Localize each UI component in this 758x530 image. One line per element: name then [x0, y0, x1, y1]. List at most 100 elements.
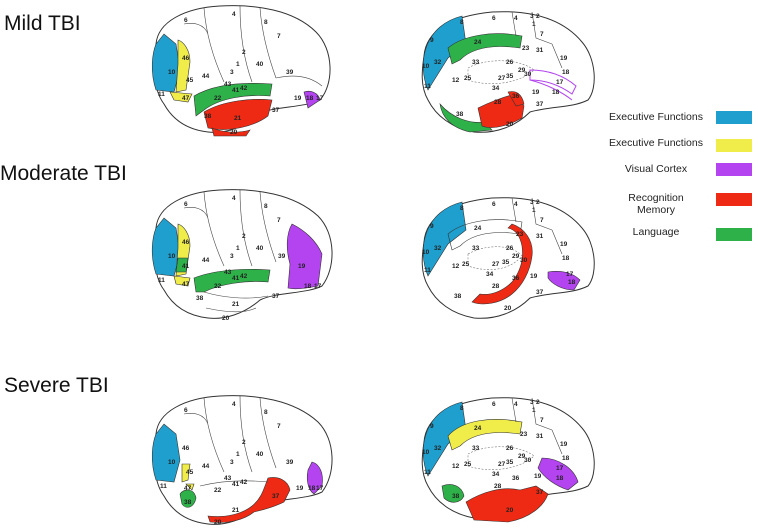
svg-text:37: 37 — [536, 289, 544, 296]
svg-text:9: 9 — [430, 37, 434, 44]
svg-text:19: 19 — [298, 263, 306, 270]
svg-text:44: 44 — [202, 73, 210, 80]
svg-text:32: 32 — [434, 59, 442, 66]
svg-text:6: 6 — [492, 201, 496, 208]
svg-text:31: 31 — [536, 47, 544, 54]
svg-text:19: 19 — [532, 89, 540, 96]
legend-swatch-purple — [716, 163, 752, 176]
svg-text:47: 47 — [182, 281, 190, 288]
svg-text:10: 10 — [168, 69, 176, 76]
svg-text:10: 10 — [422, 449, 430, 456]
svg-text:4: 4 — [232, 195, 236, 202]
svg-text:37: 37 — [272, 107, 280, 114]
svg-text:7: 7 — [277, 33, 281, 40]
svg-text:18: 18 — [562, 69, 570, 76]
svg-text:36: 36 — [512, 275, 520, 282]
svg-text:38: 38 — [184, 499, 192, 506]
svg-text:17: 17 — [316, 95, 324, 102]
svg-text:27: 27 — [492, 261, 500, 268]
svg-text:22: 22 — [214, 95, 222, 102]
svg-text:10: 10 — [168, 253, 176, 260]
svg-text:8: 8 — [264, 409, 268, 416]
legend-swatch-red — [716, 193, 752, 206]
svg-text:20: 20 — [222, 315, 230, 322]
svg-text:4: 4 — [514, 401, 518, 408]
svg-text:17: 17 — [556, 79, 564, 86]
svg-text:35: 35 — [506, 459, 514, 466]
svg-text:11: 11 — [424, 267, 431, 274]
svg-text:34: 34 — [492, 471, 500, 478]
svg-text:18: 18 — [556, 475, 564, 482]
svg-text:19: 19 — [560, 241, 568, 248]
svg-text:1: 1 — [236, 451, 240, 458]
svg-text:30: 30 — [524, 71, 532, 78]
row-title-moderate: Moderate TBI — [0, 162, 127, 185]
svg-text:32: 32 — [434, 245, 442, 252]
svg-text:31: 31 — [536, 433, 544, 440]
svg-text:18: 18 — [304, 283, 312, 290]
svg-text:29: 29 — [512, 253, 520, 260]
svg-text:3: 3 — [530, 399, 534, 406]
svg-text:17: 17 — [314, 283, 322, 290]
svg-text:37: 37 — [536, 101, 544, 108]
svg-text:11: 11 — [158, 91, 165, 98]
svg-text:8: 8 — [460, 19, 464, 26]
svg-text:27: 27 — [498, 461, 506, 468]
svg-text:38: 38 — [456, 111, 464, 118]
svg-text:4: 4 — [232, 401, 236, 408]
svg-text:19: 19 — [534, 473, 542, 480]
svg-text:20: 20 — [230, 129, 238, 136]
svg-text:34: 34 — [486, 271, 494, 278]
legend-item-executive-blue: Executive Functions — [604, 111, 754, 143]
svg-text:21: 21 — [232, 507, 240, 514]
svg-text:18: 18 — [306, 95, 314, 102]
svg-text:37: 37 — [272, 493, 280, 500]
svg-text:2: 2 — [242, 233, 246, 240]
legend-swatch-blue — [716, 111, 752, 124]
svg-text:10: 10 — [422, 63, 430, 70]
svg-text:6: 6 — [184, 201, 188, 208]
svg-text:4: 4 — [514, 201, 518, 208]
svg-text:4: 4 — [232, 11, 236, 18]
svg-text:8: 8 — [460, 405, 464, 412]
svg-text:1: 1 — [532, 21, 536, 28]
legend-swatch-green — [716, 228, 752, 241]
row-title-severe: Severe TBI — [4, 374, 109, 397]
svg-text:8: 8 — [264, 203, 268, 210]
svg-text:4: 4 — [514, 15, 518, 22]
svg-text:42: 42 — [240, 479, 248, 486]
svg-text:38: 38 — [196, 295, 204, 302]
svg-text:31: 31 — [536, 233, 544, 240]
svg-text:7: 7 — [277, 423, 281, 430]
svg-text:1: 1 — [532, 207, 536, 214]
svg-text:19: 19 — [560, 55, 568, 62]
svg-text:20: 20 — [214, 519, 222, 526]
legend-label: Language — [632, 226, 680, 238]
svg-text:38: 38 — [452, 493, 460, 500]
svg-text:25: 25 — [462, 261, 470, 268]
svg-text:20: 20 — [504, 305, 512, 312]
svg-text:1: 1 — [236, 61, 240, 68]
svg-text:10: 10 — [422, 249, 430, 256]
svg-text:19: 19 — [560, 441, 568, 448]
svg-text:20: 20 — [506, 507, 514, 514]
svg-text:23: 23 — [520, 431, 528, 438]
svg-text:24: 24 — [474, 39, 482, 46]
svg-text:1: 1 — [532, 407, 536, 414]
svg-text:2: 2 — [242, 49, 246, 56]
svg-text:32: 32 — [434, 445, 442, 452]
svg-text:7: 7 — [540, 217, 544, 224]
svg-text:18: 18 — [568, 279, 576, 286]
svg-text:7: 7 — [277, 217, 281, 224]
svg-text:24: 24 — [474, 425, 482, 432]
svg-text:25: 25 — [464, 461, 472, 468]
svg-text:29: 29 — [518, 67, 526, 74]
svg-text:11: 11 — [424, 83, 431, 90]
svg-text:37: 37 — [272, 293, 280, 300]
legend-label: Visual Cortex — [624, 163, 688, 175]
svg-text:47: 47 — [184, 485, 192, 492]
